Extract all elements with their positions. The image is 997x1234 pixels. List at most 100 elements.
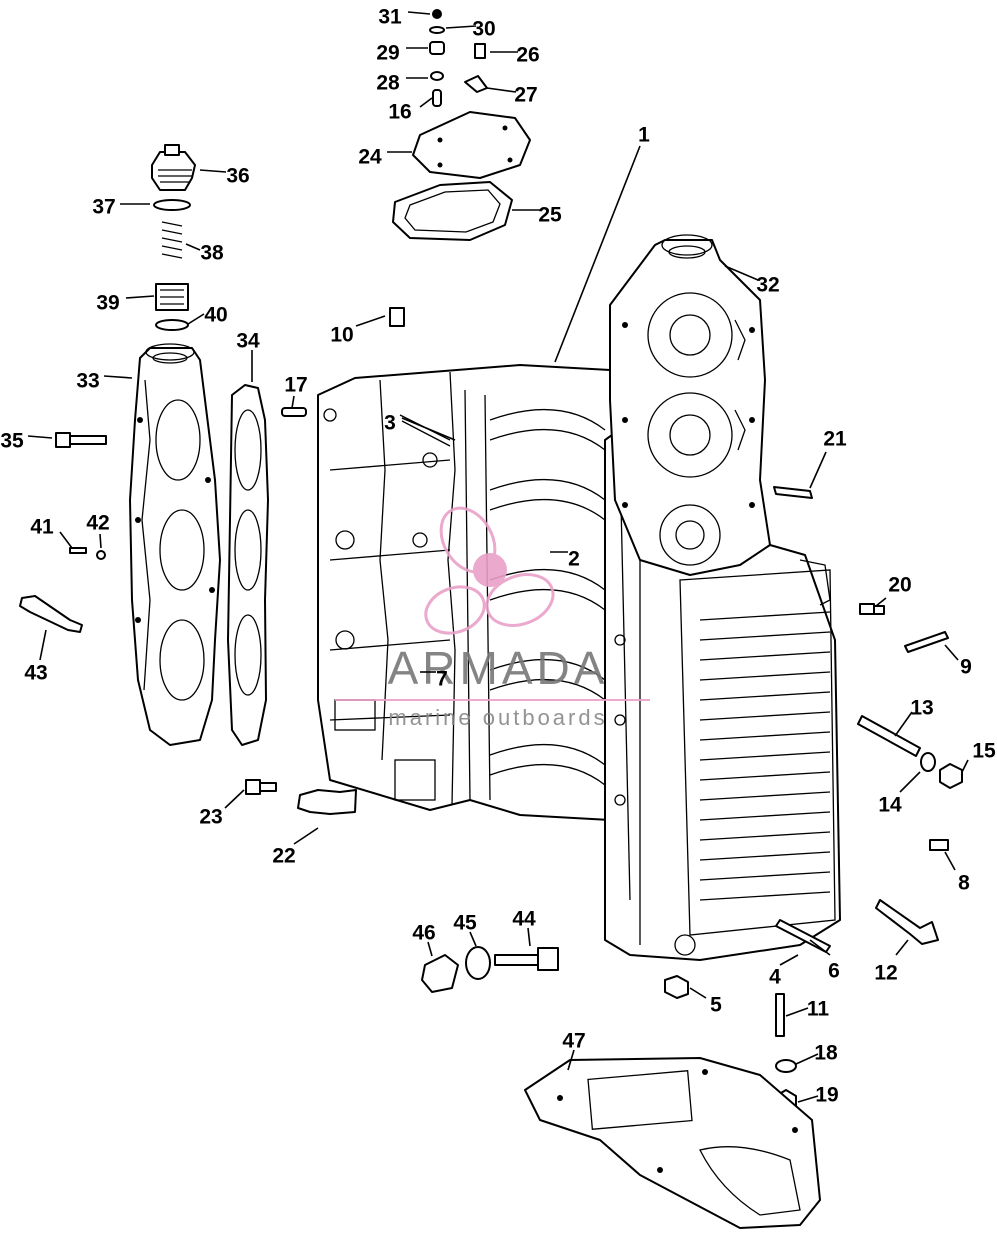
thermostat-assembly xyxy=(151,144,196,331)
leader-line-30 xyxy=(445,25,477,29)
callout-7: 7 xyxy=(436,668,448,691)
callout-18: 18 xyxy=(814,1042,838,1065)
callout-43: 43 xyxy=(24,662,47,685)
leader-line-31 xyxy=(407,11,431,15)
callout-4: 4 xyxy=(769,966,781,989)
cylinder-head-right xyxy=(609,234,771,576)
leader-line-20 xyxy=(875,597,887,607)
callout-31: 31 xyxy=(378,6,402,29)
callout-32: 32 xyxy=(756,274,779,297)
head-gasket xyxy=(227,384,269,746)
leader-line-10 xyxy=(355,315,386,327)
callout-12: 12 xyxy=(874,962,897,985)
callout-16: 16 xyxy=(388,101,411,124)
propeller-logo-icon xyxy=(424,506,555,635)
leader-line-5 xyxy=(689,987,707,999)
small-hardware-top xyxy=(429,9,488,107)
callout-5: 5 xyxy=(710,994,722,1017)
leader-line-19 xyxy=(797,1095,819,1103)
callout-1: 1 xyxy=(638,124,650,147)
leader-line-38 xyxy=(185,243,201,251)
leader-line-13 xyxy=(894,711,913,737)
leader-line-41 xyxy=(59,531,73,549)
leader-line-33 xyxy=(103,375,133,379)
callout-10: 10 xyxy=(330,324,353,347)
leader-line-46 xyxy=(427,941,433,957)
armada-watermark: ARMADA marine outboards xyxy=(335,506,650,730)
leader-line-22 xyxy=(293,827,319,845)
callout-40: 40 xyxy=(204,304,227,327)
leader-line-3 xyxy=(401,417,456,441)
leader-line-14 xyxy=(899,771,921,793)
callout-34: 34 xyxy=(236,330,260,353)
callout-35: 35 xyxy=(0,430,24,453)
leader-line-9 xyxy=(944,644,959,661)
callout-2: 2 xyxy=(568,548,580,571)
callout-3: 3 xyxy=(384,412,396,435)
callout-20: 20 xyxy=(888,574,911,597)
callout-30: 30 xyxy=(472,18,495,41)
leader-line-17 xyxy=(291,395,295,409)
callout-24: 24 xyxy=(358,146,382,169)
callout-41: 41 xyxy=(30,516,54,539)
callout-36: 36 xyxy=(226,165,249,188)
leader-line-35 xyxy=(27,435,53,439)
callout-46: 46 xyxy=(412,922,435,945)
callout-17: 17 xyxy=(284,374,307,397)
callout-23: 23 xyxy=(199,806,222,829)
callout-33: 33 xyxy=(76,370,99,393)
callout-39: 39 xyxy=(96,292,119,315)
leader-line-6 xyxy=(809,939,831,956)
leader-lines xyxy=(27,11,969,1103)
leader-line-16 xyxy=(419,97,433,108)
leader-line-47 xyxy=(567,1049,575,1071)
leader-line-42 xyxy=(99,533,102,549)
cover-plate xyxy=(392,111,531,241)
leader-line-40 xyxy=(187,313,205,325)
callout-22: 22 xyxy=(272,845,295,868)
callout-14: 14 xyxy=(878,794,902,817)
leader-line-27 xyxy=(486,87,517,93)
base-gasket xyxy=(524,1057,821,1229)
watermark-title: ARMADA xyxy=(388,642,609,694)
callout-28: 28 xyxy=(376,72,400,95)
callout-29: 29 xyxy=(376,42,399,65)
callout-37: 37 xyxy=(92,196,115,219)
callout-26: 26 xyxy=(516,44,539,67)
callout-44: 44 xyxy=(512,908,536,931)
leader-line-1 xyxy=(554,145,641,363)
leader-line-43 xyxy=(39,629,47,661)
callout-45: 45 xyxy=(453,912,477,935)
leader-line-32 xyxy=(724,265,759,281)
callout-8: 8 xyxy=(958,872,970,895)
leader-line-12 xyxy=(895,939,909,956)
leader-line-36 xyxy=(199,169,227,173)
callout-27: 27 xyxy=(514,84,537,107)
leader-line-11 xyxy=(785,1007,809,1017)
leader-line-21 xyxy=(809,451,827,489)
leader-line-15 xyxy=(961,759,969,773)
callout-19: 19 xyxy=(815,1084,838,1107)
leader-line-44 xyxy=(527,927,531,947)
leader-line-8 xyxy=(944,851,956,871)
callout-42: 42 xyxy=(86,512,109,535)
fasteners xyxy=(19,307,963,1113)
leader-line-23 xyxy=(224,789,245,809)
watermark-subtitle: marine outboards xyxy=(388,705,607,730)
leader-line-18 xyxy=(795,1053,819,1065)
leader-line-4 xyxy=(779,954,799,966)
callout-13: 13 xyxy=(910,697,933,720)
callout-9: 9 xyxy=(960,656,972,679)
callout-6: 6 xyxy=(828,960,840,983)
callout-labels: 1234567891011121314151617181920212223242… xyxy=(0,6,996,1107)
leader-line-45 xyxy=(469,931,477,947)
crankcase-block xyxy=(317,364,656,821)
leader-line-39 xyxy=(125,295,155,299)
cylinder-head-left xyxy=(129,343,221,746)
callout-47: 47 xyxy=(562,1030,585,1053)
callout-38: 38 xyxy=(200,242,224,265)
callout-25: 25 xyxy=(538,204,562,227)
callout-21: 21 xyxy=(823,428,847,451)
